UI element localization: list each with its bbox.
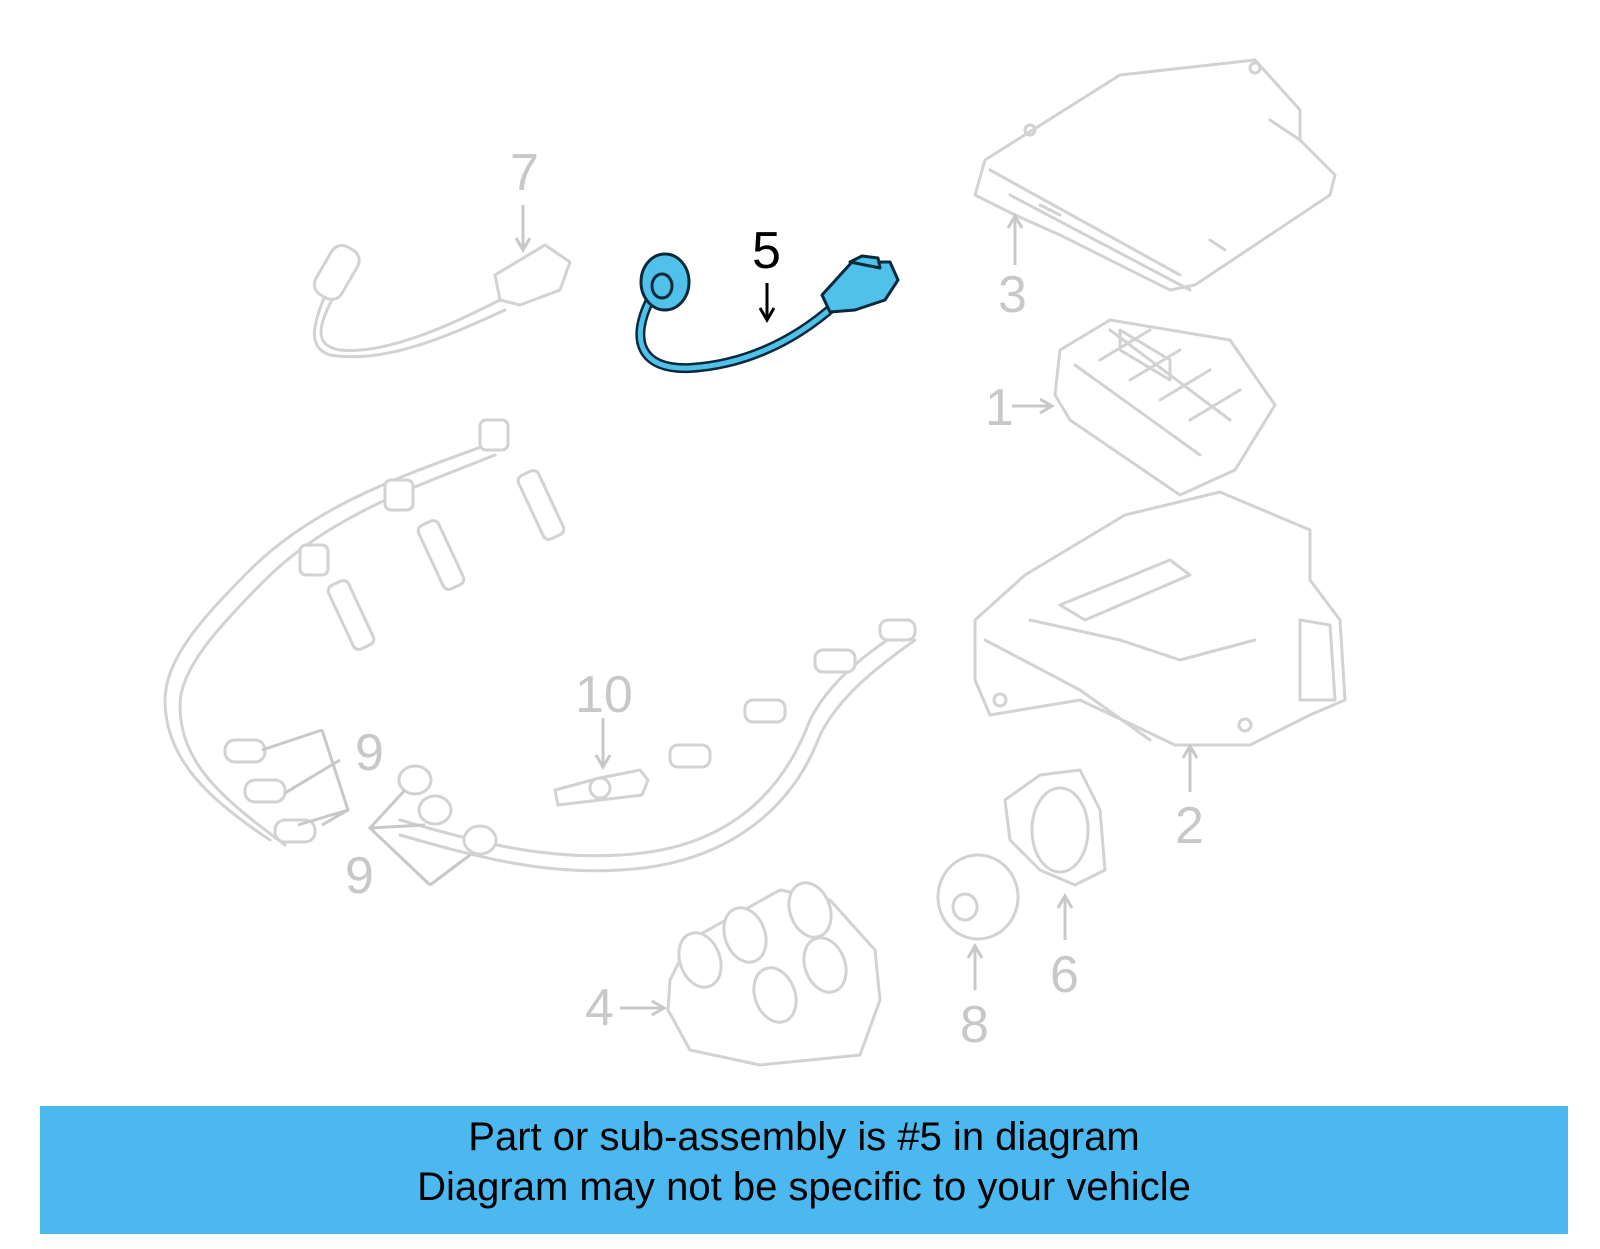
banner-line-2: Diagram may not be specific to your vehi… [417,1165,1191,1209]
part-4-coil-pack[interactable] [666,877,882,1067]
part-8-bushing[interactable] [936,853,1020,941]
callout-1: 1 [985,379,1014,437]
callout-7: 7 [510,144,539,202]
part-6-clamp[interactable] [1003,768,1107,887]
part-3-module-cover[interactable] [973,58,1337,292]
callout-2: 2 [1175,797,1204,855]
part-7-sensor[interactable] [310,241,572,359]
callout-10: 10 [575,666,633,724]
parts-diagram: 7 5 3 1 2 9 9 10 6 8 4 [163,58,1347,1067]
leader-lines [261,205,1199,1017]
info-banner: Part or sub-assembly is #5 in diagram Di… [40,1106,1568,1234]
callout-4: 4 [585,979,614,1037]
callout-9-upper: 9 [355,724,384,782]
part-1-ecu[interactable] [1053,318,1277,497]
part-5-knock-sensor[interactable] [635,252,900,374]
banner-line-1: Part or sub-assembly is #5 in diagram [468,1115,1140,1159]
part-10-sensor[interactable] [553,768,650,807]
callout-9-lower: 9 [345,847,374,905]
callout-5: 5 [752,222,781,280]
part-2-housing[interactable] [973,490,1347,747]
callout-6: 6 [1050,946,1079,1004]
callout-3: 3 [998,266,1027,324]
wiring-harness[interactable] [163,418,917,873]
callout-8: 8 [960,996,989,1054]
